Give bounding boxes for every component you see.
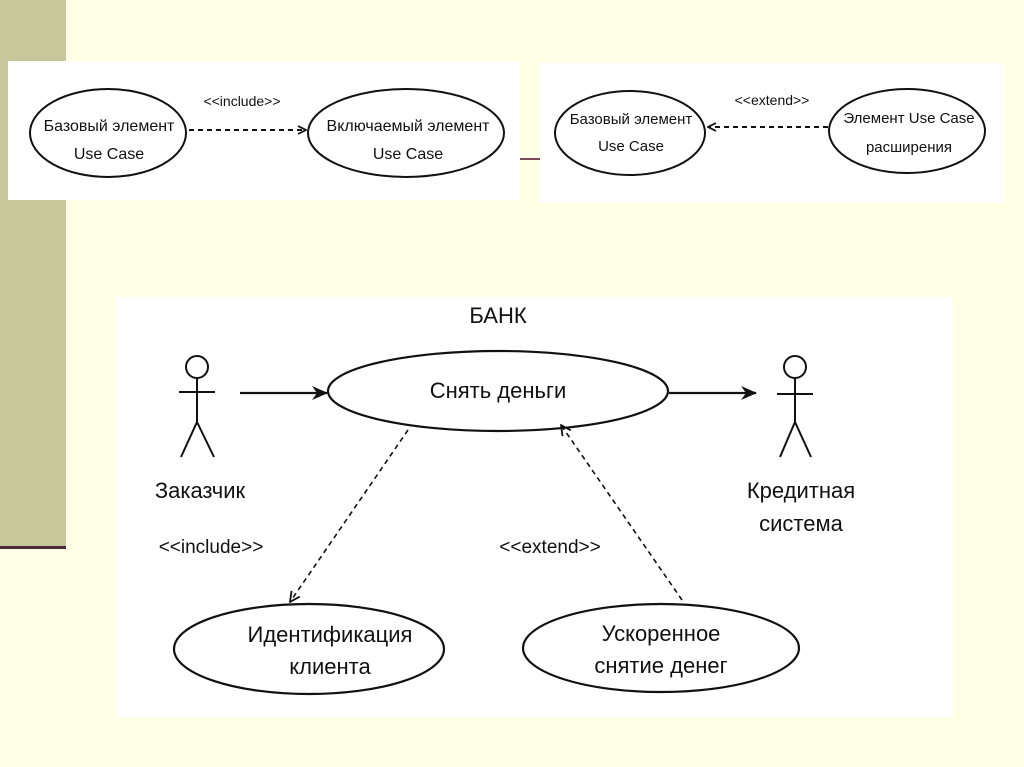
fast-withdrawal-use-case	[521, 602, 801, 694]
extend-stereotype-label: <<extend>>	[735, 92, 810, 108]
client-identification-line1: Идентификация	[248, 622, 413, 647]
base-use-case-line1: Базовый элемент	[44, 118, 175, 135]
include-example-panel: Базовый элемент Use Case Включаемый элем…	[8, 61, 520, 200]
base-use-case-line2: Use Case	[598, 138, 664, 155]
included-use-case-line2: Use Case	[373, 146, 443, 163]
divider-rule-tail	[520, 158, 540, 160]
credit-system-label-line2: система	[759, 511, 843, 536]
client-identification-line2: клиента	[289, 654, 371, 679]
divider-rule	[0, 546, 66, 549]
extend-example-diagram: Базовый элемент Use Case Элемент Use Cas…	[554, 88, 986, 176]
withdraw-money-use-case	[326, 349, 670, 433]
base-use-case-line2: Use Case	[74, 146, 144, 163]
extend-example-panel: Базовый элемент Use Case Элемент Use Cas…	[540, 63, 1005, 203]
bank-use-case-diagram: БАНК Заказчик Кредитная система Снять де…	[155, 303, 855, 696]
include-stereotype-label: <<include>>	[159, 537, 264, 558]
client-identification-use-case	[172, 602, 446, 696]
fast-withdrawal-line2: снятие денег	[594, 653, 727, 678]
extend-dependency-arrow	[561, 425, 683, 601]
included-use-case-line1: Включаемый элемент	[327, 118, 491, 135]
include-dependency-arrow	[290, 429, 409, 602]
extension-use-case-ellipse	[828, 88, 986, 174]
boundary-title: БАНК	[469, 303, 527, 328]
credit-system-label-line1: Кредитная	[747, 478, 855, 503]
bank-diagram-panel: БАНК Заказчик Кредитная система Снять де…	[116, 297, 953, 717]
extend-stereotype-label: <<extend>>	[499, 537, 600, 558]
included-use-case-ellipse	[307, 88, 505, 178]
customer-actor-icon	[179, 355, 215, 458]
credit-system-actor-icon	[777, 355, 813, 458]
base-use-case-ellipse	[29, 88, 187, 178]
extension-use-case-line2: расширения	[866, 139, 952, 156]
base-use-case-ellipse	[554, 90, 706, 176]
fast-withdrawal-line1: Ускоренное	[602, 621, 721, 646]
customer-actor-label: Заказчик	[155, 478, 246, 503]
include-example-diagram: Базовый элемент Use Case Включаемый элем…	[29, 88, 505, 178]
include-stereotype-label: <<include>>	[203, 93, 280, 109]
withdraw-money-label: Снять деньги	[430, 378, 567, 403]
extension-use-case-line1: Элемент Use Case	[843, 110, 974, 127]
base-use-case-line1: Базовый элемент	[570, 111, 693, 128]
